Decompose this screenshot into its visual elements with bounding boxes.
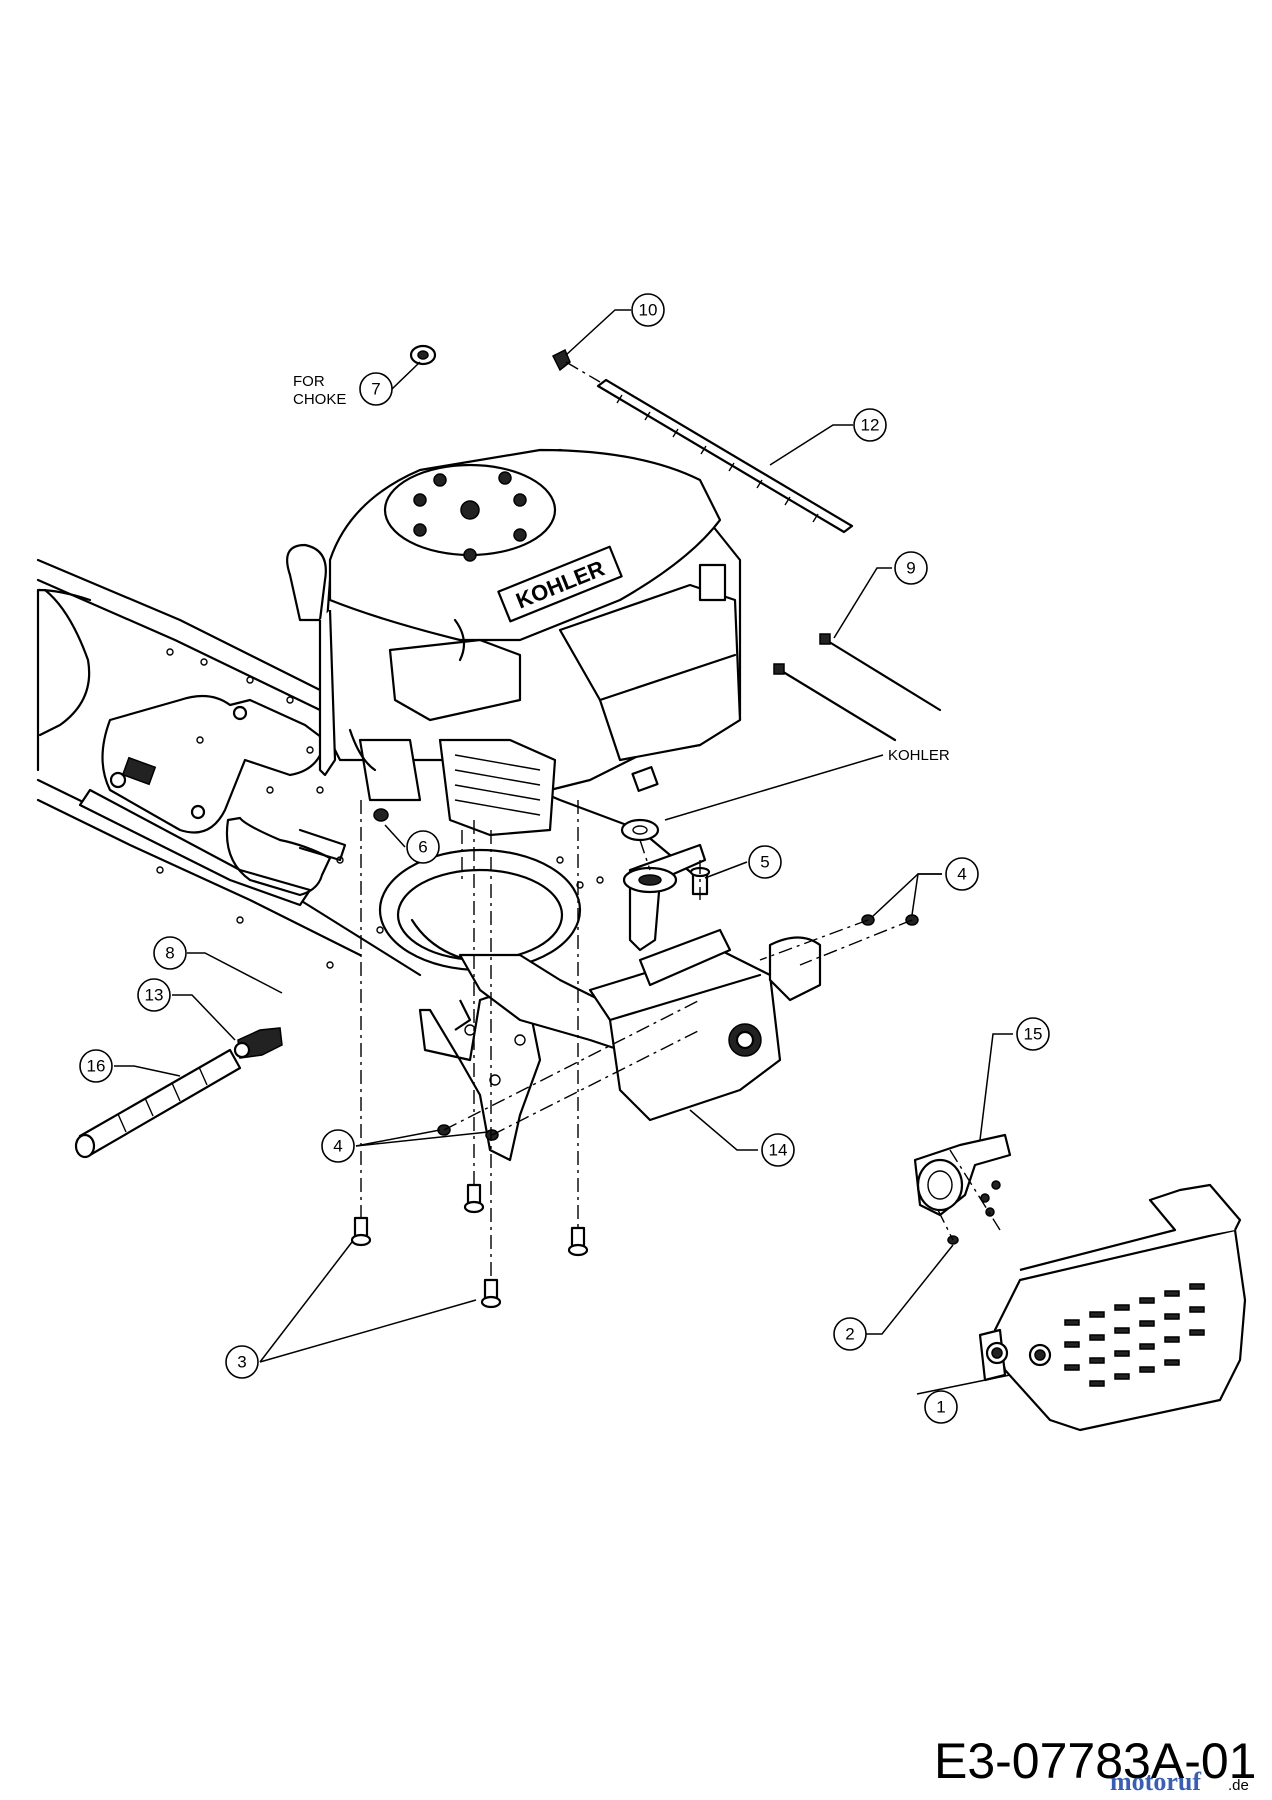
callout-2: 2 [833, 1317, 867, 1351]
svg-text:9: 9 [906, 559, 915, 578]
svg-text:10: 10 [639, 301, 658, 320]
engine-assembly: KOHLER [286, 448, 742, 837]
callout-14: 14 [761, 1133, 795, 1167]
muffler-assembly [454, 818, 822, 1122]
callouts: 1 2 3 4 4 5 6 7 8 9 10 12 13 14 15 16 [79, 293, 1050, 1424]
hose-16-ribs [117, 1066, 208, 1133]
callout-12: 12 [853, 408, 887, 442]
callout-15: 15 [1016, 1017, 1050, 1051]
note-kohler: KOHLER [888, 747, 950, 764]
watermark-suffix: .de [1228, 1777, 1249, 1794]
callout-4-left: 4 [321, 1129, 355, 1163]
fasteners [233, 344, 959, 1309]
callout-3: 3 [225, 1345, 259, 1379]
muffler-heat-shield [978, 1183, 1247, 1432]
note-choke: CHOKE [293, 391, 346, 408]
svg-text:14: 14 [769, 1141, 788, 1160]
callout-4-right: 4 [945, 857, 979, 891]
svg-text:16: 16 [87, 1057, 106, 1076]
callout-8: 8 [153, 936, 187, 970]
svg-text:2: 2 [845, 1325, 854, 1344]
callout-7: 7 [359, 372, 393, 406]
svg-text:7: 7 [371, 380, 380, 399]
watermark-logo: motoruf .de [1110, 1767, 1249, 1796]
svg-text:1: 1 [936, 1398, 945, 1417]
svg-text:4: 4 [333, 1137, 342, 1156]
note-for: FOR [293, 373, 325, 390]
intake-grille [454, 754, 541, 816]
callout-9: 9 [894, 551, 928, 585]
assembly-lines [360, 800, 1001, 1280]
svg-text:5: 5 [760, 853, 769, 872]
svg-text:8: 8 [165, 944, 174, 963]
watermark-text: motoruf [1110, 1767, 1201, 1796]
callout-10: 10 [631, 293, 665, 327]
rod-12-ribs [616, 394, 819, 523]
rods-and-ties [74, 361, 942, 1159]
svg-text:4: 4 [957, 865, 966, 884]
drawing-number: E3-07783A-01 [934, 1733, 1256, 1789]
svg-text:15: 15 [1024, 1025, 1043, 1044]
heat-shield-vents [1064, 1283, 1205, 1387]
svg-text:13: 13 [145, 986, 164, 1005]
spark-arrestor-bracket [913, 1133, 1012, 1217]
svg-text:12: 12 [861, 416, 880, 435]
callout-16: 16 [79, 1049, 113, 1083]
callout-5: 5 [748, 845, 782, 879]
svg-text:3: 3 [237, 1353, 246, 1372]
mower-frame [36, 558, 702, 1162]
frame-holes [156, 648, 604, 969]
callout-13: 13 [137, 978, 171, 1012]
callout-1: 1 [924, 1390, 958, 1424]
svg-text:6: 6 [418, 838, 427, 857]
callout-6: 6 [406, 830, 440, 864]
